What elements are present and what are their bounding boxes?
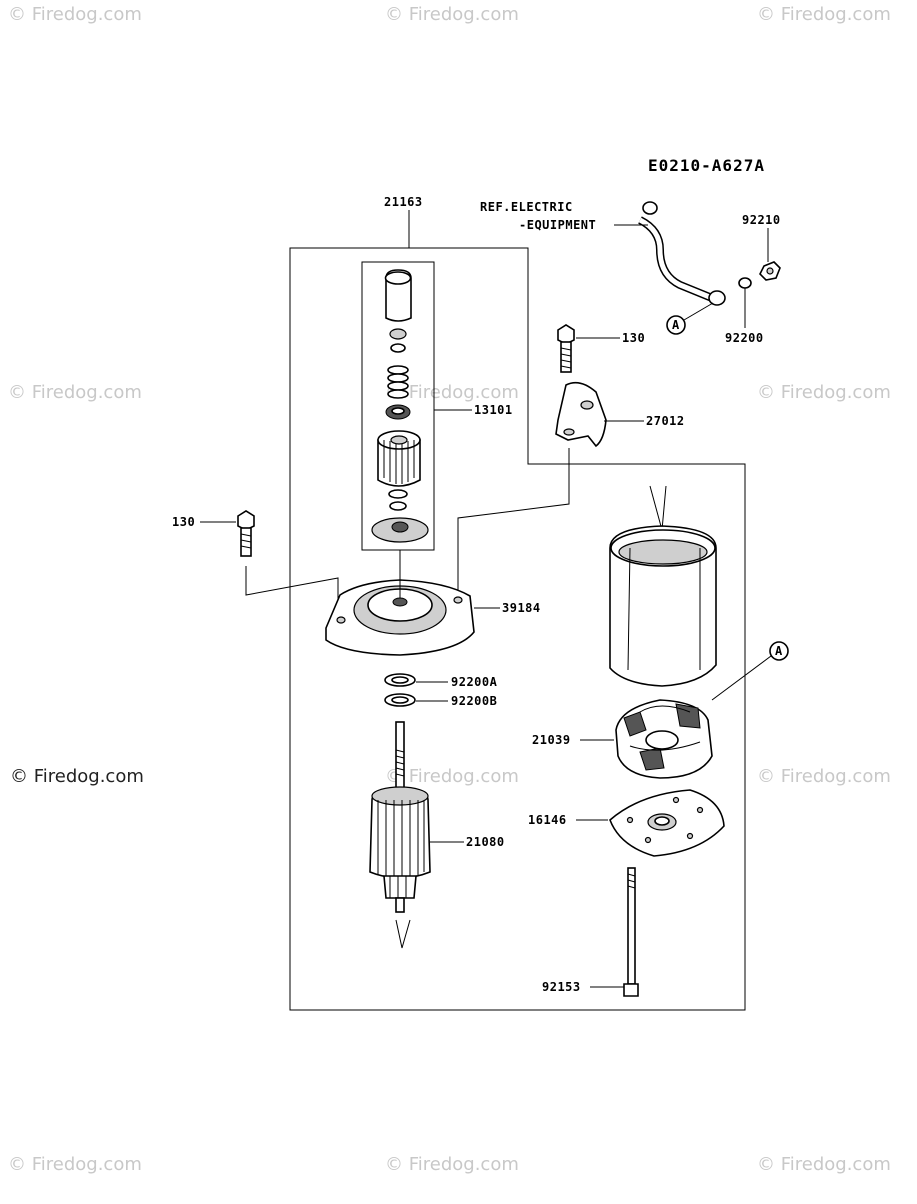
watermark: © Firedog.com (385, 766, 519, 787)
label-92210: 92210 (742, 213, 781, 227)
label-92200A: 92200A (451, 675, 498, 689)
connector-line (457, 448, 570, 598)
drive-kit-parts (371, 269, 429, 543)
watermark: © Firedog.com (385, 1154, 519, 1175)
drive-kit-outline (361, 261, 435, 551)
label-21039: 21039 (532, 733, 571, 747)
cable-terminal-top (642, 201, 658, 215)
label-39184: 39184 (502, 601, 541, 615)
bracket-hole (580, 400, 594, 410)
ref-note-line2: -EQUIPMENT (519, 218, 596, 232)
watermark: © Firedog.com (757, 766, 891, 787)
washer-92200b-hole (391, 696, 409, 704)
spring-part (387, 365, 409, 399)
ring-part (389, 328, 407, 340)
watermark: © Firedog.com (8, 4, 142, 25)
watermark: © Firedog.com (385, 4, 519, 25)
washer-92200 (738, 277, 752, 289)
label-130-left: 130 (172, 515, 195, 529)
watermark: © Firedog.com (385, 382, 519, 403)
watermark: © Firedog.com (757, 4, 891, 25)
label-92200B: 92200B (451, 694, 497, 708)
label-92200: 92200 (725, 331, 764, 345)
plate-hub (391, 521, 409, 533)
yoke-housing (609, 485, 717, 687)
collar-hole (391, 407, 405, 415)
ring-part (390, 343, 406, 353)
brush-holder-21039 (615, 699, 713, 779)
leader-callout-a-right (711, 655, 772, 701)
armature-21080 (369, 721, 431, 949)
callout-a-right (769, 641, 789, 661)
callout-a-top (666, 315, 686, 335)
nut-hole (766, 267, 774, 275)
label-27012: 27012 (646, 414, 685, 428)
washer-part (388, 489, 408, 499)
bracket-hole (563, 428, 575, 436)
battery-cable (638, 201, 726, 306)
bolt-130-left (237, 510, 255, 557)
watermark: © Firedog.com (10, 766, 144, 787)
label-16146: 16146 (528, 813, 567, 827)
watermark: © Firedog.com (757, 1154, 891, 1175)
watermark: © Firedog.com (757, 382, 891, 403)
washer-92200a-hole (391, 676, 409, 684)
ref-note-line1: REF.ELECTRIC (480, 200, 573, 214)
callout-a-letter: A (775, 644, 783, 658)
connector-line-left (245, 566, 339, 620)
cable-terminal-bottom (708, 290, 726, 306)
diagram-code: E0210-A627A (648, 156, 765, 175)
washer-part (389, 501, 407, 511)
watermark: © Firedog.com (8, 1154, 142, 1175)
label-92153: 92153 (542, 980, 581, 994)
watermark: © Firedog.com (8, 382, 142, 403)
end-bracket-39184 (325, 550, 475, 656)
label-130-top: 130 (622, 331, 645, 345)
watermarks: © Firedog.com © Firedog.com © Firedog.co… (8, 4, 891, 1175)
bracket-27012 (555, 381, 607, 448)
label-21163: 21163 (384, 195, 423, 209)
bolt-130-top (557, 324, 575, 373)
label-21080: 21080 (466, 835, 505, 849)
through-bolt-92153 (623, 867, 639, 997)
label-13101: 13101 (474, 403, 513, 417)
assembly-outline (289, 247, 746, 1011)
callout-a-letter: A (672, 318, 680, 332)
pinion-gear-part (377, 430, 421, 487)
end-plate-16146 (609, 789, 725, 857)
cap-top (384, 271, 412, 285)
leader-callout-a-top (683, 302, 714, 321)
